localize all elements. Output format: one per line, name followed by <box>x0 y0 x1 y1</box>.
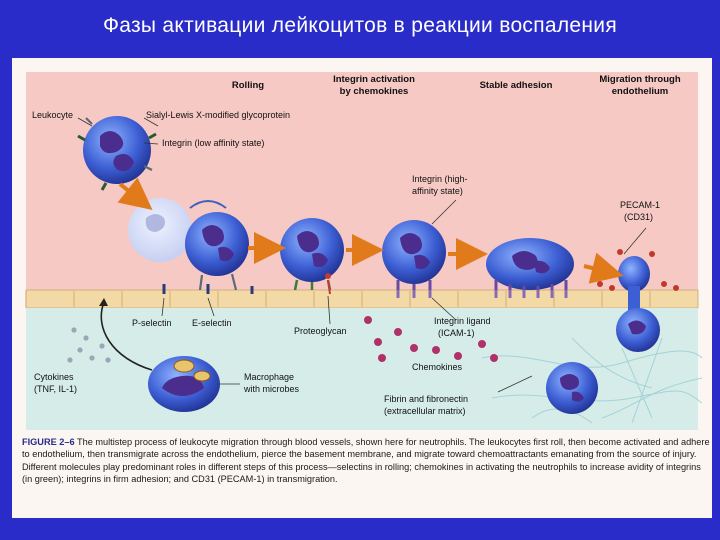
leukocyte-rolling-ghost <box>128 198 192 262</box>
stage-migration-line2: endothelium <box>612 86 668 97</box>
chemokine-dot <box>364 316 372 324</box>
chemokine-dot <box>478 340 486 348</box>
label-sialyl-lewis: Sialyl-Lewis X-modified glycoprotein <box>146 110 290 120</box>
tissue-area <box>26 308 698 430</box>
label-e-selectin: E-selectin <box>192 318 232 328</box>
label-cytokines-line1: Cytokines <box>34 372 74 382</box>
label-pecam-line1: PECAM-1 <box>620 200 660 210</box>
stage-integrin-activation-line2: by chemokines <box>340 86 409 97</box>
stage-stable-adhesion: Stable adhesion <box>480 80 553 91</box>
label-chemokines: Chemokines <box>412 362 463 372</box>
label-cytokines-line2: (TNF, IL-1) <box>34 384 77 394</box>
label-p-selectin: P-selectin <box>132 318 172 328</box>
label-integrin-high-line1: Integrin (high- <box>412 174 468 184</box>
caption-figure-label: FIGURE 2–6 <box>22 437 75 447</box>
leukocyte-in-tissue <box>546 362 598 414</box>
label-integrin-ligand-line2: (ICAM-1) <box>438 328 475 338</box>
chemokine-dot <box>490 354 498 362</box>
caption-text: The multistep process of leukocyte migra… <box>22 437 710 484</box>
label-macrophage-line2: with microbes <box>243 384 300 394</box>
label-fibrin-line2: (extracellular matrix) <box>384 406 466 416</box>
stage-integrin-activation-line1: Integrin activation <box>333 74 415 85</box>
label-fibrin-line1: Fibrin and fibronectin <box>384 394 468 404</box>
label-pecam-line2: (CD31) <box>624 212 653 222</box>
label-integrin-ligand-line1: Integrin ligand <box>434 316 491 326</box>
slide-title: Фазы активации лейкоцитов в реакции восп… <box>0 14 720 38</box>
figure-caption: FIGURE 2–6 The multistep process of leuk… <box>22 436 712 486</box>
label-integrin-low: Integrin (low affinity state) <box>162 138 264 148</box>
chemokine-dot <box>378 354 386 362</box>
chemokine-dot <box>454 352 462 360</box>
label-integrin-high-line2: affinity state) <box>412 186 463 196</box>
figure-panel: Rolling Integrin activation by chemokine… <box>12 58 712 518</box>
stage-rolling: Rolling <box>232 80 264 91</box>
macrophage <box>148 356 220 412</box>
stage-migration-line1: Migration through <box>599 74 680 85</box>
chemokine-dot <box>432 346 440 354</box>
label-proteoglycan: Proteoglycan <box>294 326 347 336</box>
leukocyte-flattened <box>486 238 574 290</box>
chemokine-dot <box>410 344 418 352</box>
chemokine-dot <box>394 328 402 336</box>
label-macrophage-line1: Macrophage <box>244 372 294 382</box>
endothelium-layer <box>26 290 698 308</box>
label-leukocyte: Leukocyte <box>32 110 73 120</box>
chemokine-dot <box>374 338 382 346</box>
